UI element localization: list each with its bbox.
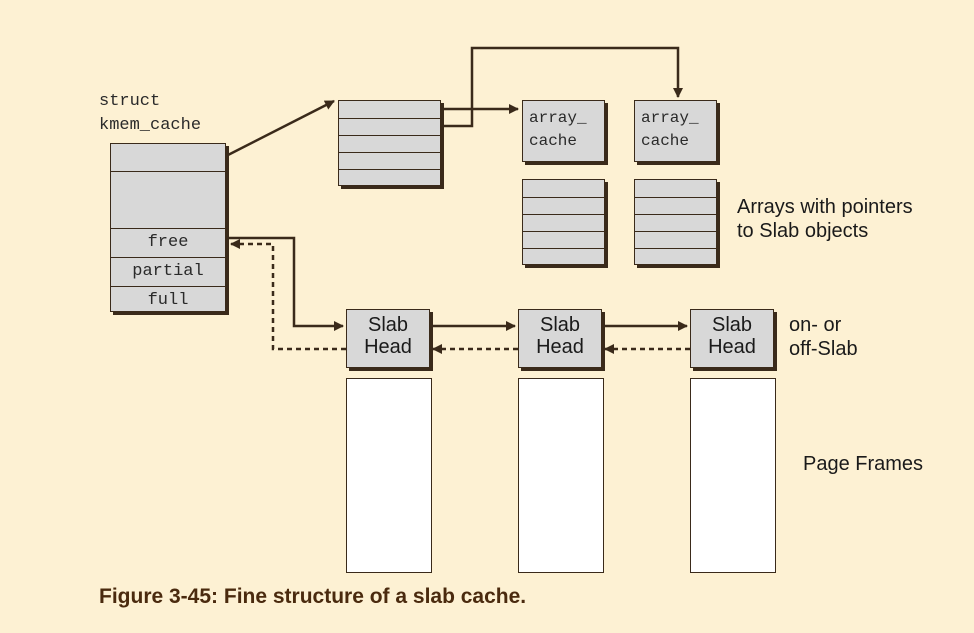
slab-head-line2: Head: [364, 336, 412, 358]
struct-kmem-cache-label: struct kmem_cache: [99, 90, 201, 138]
struct-label-line2: kmem_cache: [99, 116, 202, 135]
cpu-pointer-array: [338, 100, 441, 186]
array-cache-label-line1: array_: [529, 109, 587, 127]
kmem-field-full: full: [111, 286, 225, 314]
slab-head-line2: Head: [536, 336, 584, 358]
array-row-divider: [523, 214, 604, 215]
array-cache-box-1: array_ cache: [522, 100, 605, 162]
arrow-free-to-slab-1: [228, 236, 344, 331]
array-row-divider: [523, 197, 604, 198]
array-row-divider: [635, 214, 716, 215]
slab-head-3: Slab Head: [690, 309, 774, 368]
struct-label-line1: struct: [99, 92, 161, 111]
on-off-slab-line1: on- or: [789, 314, 842, 336]
array-row-divider: [339, 152, 440, 153]
page-frame-3: [690, 378, 776, 573]
kmem-field-free: free: [111, 228, 225, 258]
array-cache-label-line2: cache: [529, 132, 578, 150]
arrow-slab1-back-to-free: [230, 239, 346, 351]
slab-head-line1: Slab: [539, 314, 581, 336]
array-row-divider: [339, 118, 440, 119]
slab-head-2: Slab Head: [518, 309, 602, 368]
arrow-kmem-to-array: [227, 99, 335, 157]
on-off-slab-line2: off-Slab: [789, 338, 858, 360]
array-row-divider: [635, 248, 716, 249]
kmem-cache-box: free partial full: [110, 143, 226, 312]
object-pointer-array-1: [522, 179, 605, 265]
array-cache-label-line1: array_: [641, 109, 699, 127]
array-row-divider: [523, 231, 604, 232]
arrays-annotation-line1: Arrays with pointers: [737, 196, 913, 218]
page-frame-2: [518, 378, 604, 573]
array-row-divider: [635, 197, 716, 198]
slab-head-1: Slab Head: [346, 309, 430, 368]
array-row-divider: [339, 169, 440, 170]
figure-caption: Figure 3-45: Fine structure of a slab ca…: [99, 585, 527, 608]
slab-head-line1: Slab: [367, 314, 409, 336]
slab-head-line1: Slab: [711, 314, 753, 336]
array-cache-box-2: array_ cache: [634, 100, 717, 162]
slab-head-line2: Head: [708, 336, 756, 358]
array-row-divider: [635, 231, 716, 232]
arrow-row2-to-array-cache-2: [441, 46, 683, 128]
kmem-cache-divider: [111, 171, 225, 172]
object-pointer-array-2: [634, 179, 717, 265]
array-cache-label-line2: cache: [641, 132, 690, 150]
kmem-field-partial: partial: [111, 257, 225, 287]
on-off-slab-annotation: on- or off-Slab: [789, 313, 858, 361]
page-frames-annotation: Page Frames: [803, 453, 924, 475]
arrays-annotation-line2: to Slab objects: [737, 220, 869, 242]
arrays-annotation: Arrays with pointers to Slab objects: [737, 195, 913, 243]
array-row-divider: [523, 248, 604, 249]
array-row-divider: [339, 135, 440, 136]
page-frame-1: [346, 378, 432, 573]
